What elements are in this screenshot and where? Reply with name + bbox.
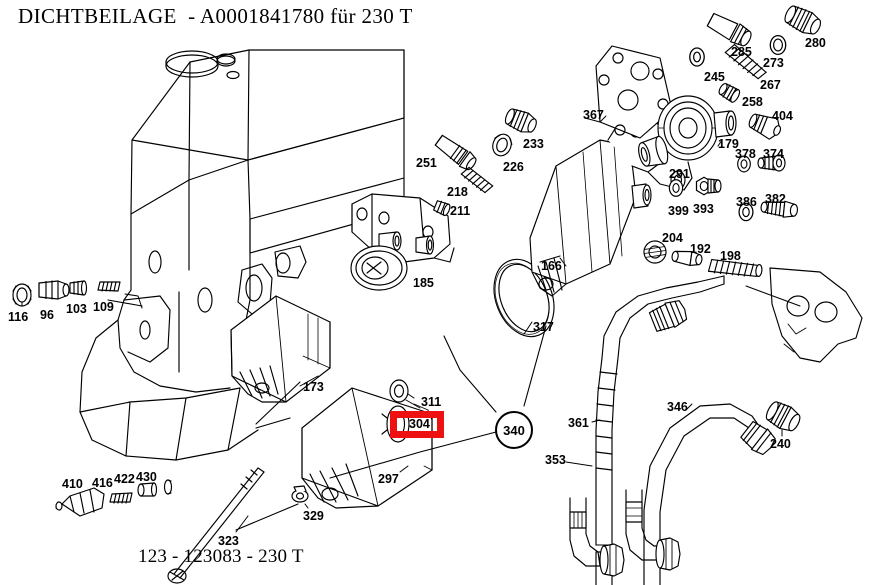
part-number-label-346: 346 [667,400,688,414]
hose-end-right [625,489,681,571]
part-185-housing [350,193,455,291]
hoses-group [565,275,801,585]
part-number-label-173: 173 [303,380,324,394]
highlight-box-part-304 [390,411,444,438]
part-367-plate [595,45,673,139]
part-number-label-211: 211 [450,204,471,218]
part-number-label-430: 430 [136,470,157,484]
part-number-label-399: 399 [668,204,689,218]
part-number-label-404: 404 [772,109,793,123]
part-number-label-382: 382 [765,192,786,206]
parts-204-192-198 [643,240,763,278]
part-number-label-226: 226 [503,160,524,174]
part-number-label-304: 304 [409,417,430,431]
part-number-label-361: 361 [568,416,589,430]
page-title: DICHTBEILAGE - A0001841780 für 230 T [18,4,413,28]
part-179-pulley [657,95,737,161]
callout-340-leaders [329,325,547,479]
part-number-label-280: 280 [805,36,826,50]
part-297-filter [301,387,433,509]
part-number-label-311: 311 [421,395,442,409]
hose-end-left [569,497,625,577]
part-number-label-378: 378 [735,147,756,161]
part-number-label-116: 116 [8,310,29,324]
part-number-label-185: 185 [413,276,434,290]
part-number-label-393: 393 [693,202,714,216]
part-number-label-179: 179 [718,137,739,151]
part-number-label-416: 416 [92,476,113,490]
part-number-label-340: 340 [495,411,533,449]
part-number-label-323: 323 [218,534,239,548]
parts-251-218-211-226-233 [433,108,537,217]
part-number-label-386: 386 [736,195,757,209]
part-number-label-374: 374 [763,147,784,161]
part-number-label-297: 297 [378,472,399,486]
part-number-label-245: 245 [704,70,725,84]
engine-block-outline [79,49,405,461]
part-number-label-267: 267 [760,78,781,92]
part-number-label-367: 367 [583,108,604,122]
part-number-label-329: 329 [303,509,324,523]
misc-leaders [107,117,601,531]
part-number-label-317: 317 [533,320,554,334]
top-right-fastener-group [689,5,822,140]
part-number-label-96: 96 [40,308,54,322]
right-fastener-column [631,135,799,222]
page-footer-caption: 123 - 123083 - 230 T [138,546,304,567]
right-mount-bracket [745,267,863,363]
part-number-label-198: 198 [720,249,741,263]
part-number-label-192: 192 [690,242,711,256]
part-number-label-166: 166 [541,259,562,273]
parts-410-416-422-430 [55,479,173,517]
parts-116-96-103-109 [12,280,143,309]
part-number-label-273: 273 [763,56,784,70]
part-number-label-251: 251 [416,156,437,170]
part-number-label-285: 285 [731,45,752,59]
part-number-label-258: 258 [742,95,763,109]
part-number-label-109: 109 [93,300,114,314]
part-number-label-218: 218 [447,185,468,199]
part-number-label-103: 103 [66,302,87,316]
part-number-label-240: 240 [770,437,791,451]
part-number-label-204: 204 [662,231,683,245]
part-number-label-291: 291 [669,167,690,181]
part-number-label-422: 422 [114,472,135,486]
part-173-filter [230,295,331,403]
part-329-plug [291,485,309,509]
part-number-label-233: 233 [523,137,544,151]
part-number-label-353: 353 [545,453,566,467]
part-number-label-410: 410 [62,477,83,491]
